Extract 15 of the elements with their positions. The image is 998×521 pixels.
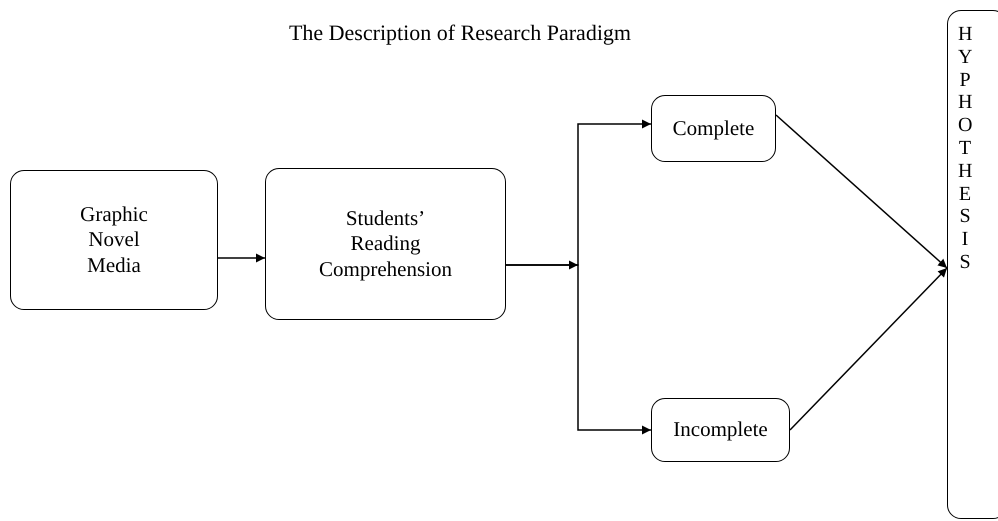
node-text: HYPHOTHESIS bbox=[958, 23, 972, 274]
process-box bbox=[651, 95, 776, 162]
diagram-title: The Description of Research Paradigm bbox=[288, 20, 632, 46]
arrow bbox=[789, 267, 948, 431]
node-text: Students’ Reading Comprehension bbox=[318, 206, 453, 282]
arrow bbox=[218, 254, 265, 262]
node-text: Complete bbox=[672, 116, 754, 142]
process-box bbox=[10, 170, 218, 310]
hypothesis-panel bbox=[947, 10, 998, 519]
node-text: Incomplete bbox=[673, 417, 768, 443]
process-box bbox=[651, 398, 790, 462]
node-text: Graphic Novel Media bbox=[79, 202, 149, 278]
arrow bbox=[776, 114, 948, 269]
arrow bbox=[506, 264, 651, 434]
process-box bbox=[265, 168, 506, 320]
